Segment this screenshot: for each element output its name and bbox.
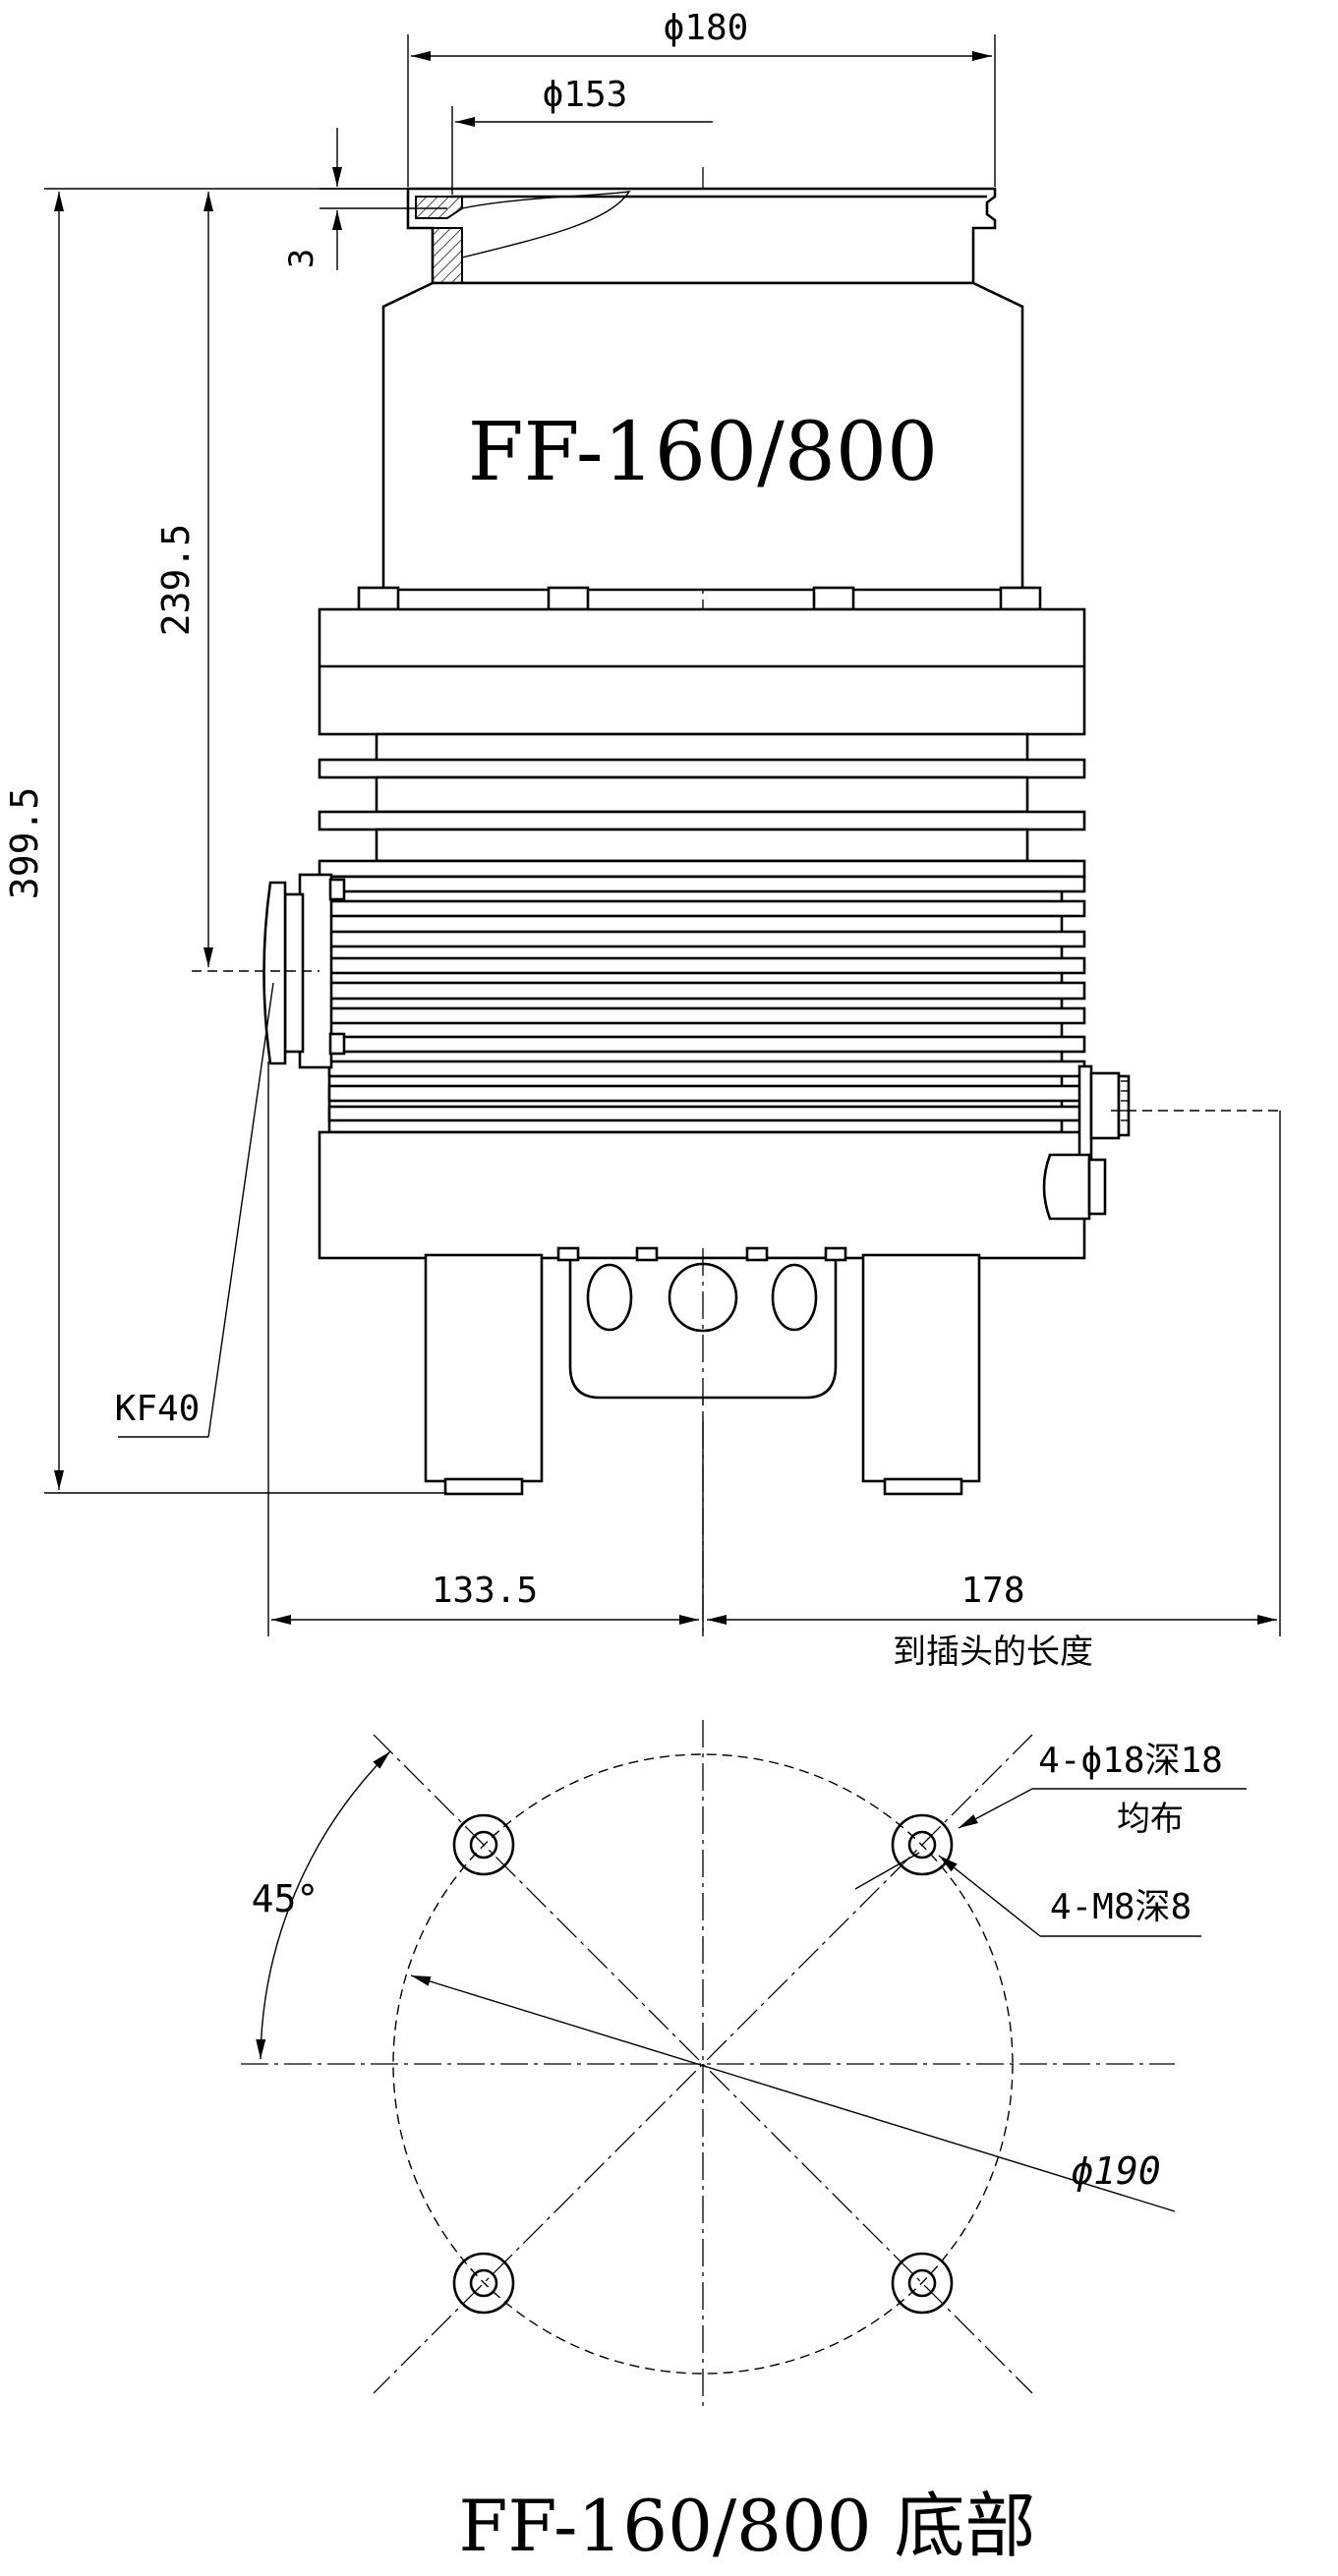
dim-hole-pattern-label: ϕ190 (1071, 2149, 1161, 2193)
dim-bolt-angle-label: 45° (252, 1877, 320, 1920)
dim-left-extent-label: 133.5 (432, 1571, 538, 1611)
dim-flange-outer: ϕ180 (407, 8, 996, 187)
flange-break-line (461, 191, 631, 258)
cooling-fins-lower (327, 875, 1086, 1122)
dim-overall-height: 399.5 (3, 192, 447, 1494)
dim-flange-inner: ϕ153 (451, 75, 713, 195)
connector-port (1042, 1064, 1131, 1221)
top-flange (406, 187, 997, 285)
thread-hole-callout: 4-M8深8 (854, 1852, 1201, 1937)
kf40-leader: KF40 (115, 982, 274, 1438)
kf40-side-port (262, 873, 346, 1069)
kf40-label: KF40 (115, 1389, 201, 1429)
bottom-housing (318, 1130, 1086, 1260)
cooling-fins-upper (318, 732, 1086, 879)
dim-height-side-port: 239.5 (154, 192, 320, 972)
dim-height-side-port-label: 239.5 (154, 524, 198, 636)
dim-right-extent-label: 178 (960, 1571, 1024, 1611)
dim-flange-step-label: 3 (282, 249, 321, 268)
mount-hole-callout-label: 4-ϕ18深18 (1038, 1741, 1223, 1781)
bolt-circle (392, 1753, 1014, 2375)
thread-hole-callout-label: 4-M8深8 (1050, 1887, 1192, 1927)
dim-flange-outer-label: ϕ180 (664, 8, 749, 48)
body-flange (318, 607, 1086, 736)
dim-overall-height-label: 399.5 (3, 787, 46, 899)
mount-hole-callout: 4-ϕ18深18 均布 (958, 1741, 1247, 1839)
dim-bolt-angle: 45° (252, 1750, 391, 2060)
dim-flange-inner-label: ϕ153 (543, 75, 628, 115)
dim-right-extent-note: 到插头的长度 (893, 1632, 1093, 1672)
front-view: FF-160/800 (3, 8, 1281, 1672)
model-label: FF-160/800 (468, 406, 938, 499)
mount-holes (452, 1813, 954, 2315)
dim-hole-pattern: ϕ190 (410, 1975, 1176, 2212)
dim-horizontal-extents: 133.5 178 到插头的长度 (267, 1061, 1281, 1672)
bottom-view: 45° ϕ190 4-ϕ18深18 均布 4-M8深8 (241, 1720, 1247, 2408)
pump-feet (424, 1253, 981, 1496)
mount-hole-callout-note: 均布 (1117, 1800, 1184, 1839)
bottom-bracket (556, 1246, 847, 1405)
bottom-view-title: FF-160/800 底部 (458, 2485, 1035, 2567)
